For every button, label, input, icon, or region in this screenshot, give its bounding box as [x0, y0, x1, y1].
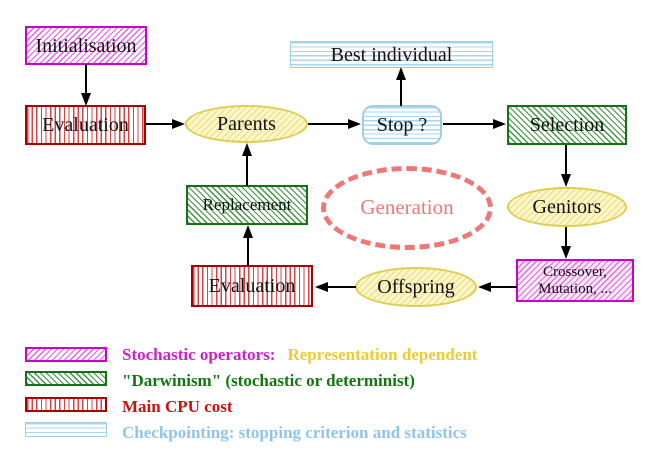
arrow-stop-to-selection-line — [443, 123, 495, 125]
node-offspring-label: Offspring — [377, 276, 455, 298]
arrow-eval-to-replacement-head — [243, 225, 253, 238]
arrow-stop-to-best-line — [400, 78, 402, 106]
node-genitors: Genitors — [507, 187, 627, 227]
arrow-crossover-to-offspring-line — [489, 286, 517, 288]
node-selection-label: Selection — [529, 114, 605, 136]
node-best-individual-label: Best individual — [330, 43, 453, 66]
node-crossover-line1: Crossover, — [543, 264, 607, 280]
legend-label-darwinism: "Darwinism" (stochastic or determinist) — [122, 371, 415, 390]
node-initialisation: Initialisation — [25, 26, 147, 65]
legend-label-checkpointing: Checkpointing: stopping criterion and st… — [122, 423, 467, 442]
arrow-stop-to-selection-head — [493, 119, 506, 129]
legend-label-main-cpu-cost: Main CPU cost — [122, 397, 233, 416]
arrow-parents-to-stop-head — [348, 119, 361, 129]
node-replacement-label: Replacement — [202, 194, 292, 214]
arrow-genitors-to-crossover-head — [561, 246, 571, 259]
arrow-offspring-to-eval-line — [326, 286, 356, 288]
legend-swatch-main-cpu-cost — [25, 397, 107, 412]
node-stop-label: Stop ? — [376, 114, 428, 136]
node-initialisation-label: Initialisation — [35, 34, 137, 57]
arrow-eval-to-parents-head — [172, 119, 185, 129]
legend-row-stochastic-operators: Stochastic operators: Representation depe… — [122, 345, 477, 365]
node-evaluation-bottom: Evaluation — [191, 265, 313, 307]
arrow-offspring-to-eval-head — [315, 282, 328, 292]
node-evaluation-top-label: Evaluation — [42, 114, 129, 136]
arrow-crossover-to-offspring-head — [478, 282, 491, 292]
node-offspring: Offspring — [355, 267, 477, 307]
legend-swatch-checkpointing — [25, 422, 107, 437]
arrow-replacement-to-parents-head — [242, 143, 252, 156]
arrow-eval-to-parents-line — [146, 123, 174, 125]
node-crossover-line2: Mutation, ... — [538, 280, 612, 297]
node-parents: Parents — [185, 105, 308, 143]
node-generation: Generation — [321, 166, 493, 250]
node-best-individual: Best individual — [290, 41, 493, 68]
arrow-init-to-eval-head — [81, 93, 91, 106]
legend-label-representation-dependent: Representation dependent — [287, 345, 478, 364]
node-replacement: Replacement — [186, 185, 308, 225]
legend-swatch-stochastic-operators — [25, 347, 107, 362]
node-stop: Stop ? — [362, 105, 442, 145]
arrow-eval-to-replacement-line — [247, 236, 249, 266]
arrow-genitors-to-crossover-line — [565, 227, 567, 248]
arrow-parents-to-stop-line — [308, 123, 350, 125]
node-genitors-label: Genitors — [532, 196, 602, 218]
legend-swatch-darwinism — [25, 371, 107, 386]
node-selection: Selection — [507, 105, 627, 145]
arrow-stop-to-best-head — [396, 67, 406, 80]
arrow-selection-to-genitors-head — [561, 174, 571, 187]
arrow-init-to-eval-line — [85, 64, 87, 95]
legend-label-stochastic-operators: Stochastic operators: — [122, 345, 276, 364]
node-crossover-mutation: Crossover, Mutation, ... — [516, 259, 634, 302]
node-evaluation-top: Evaluation — [25, 105, 146, 145]
node-parents-label: Parents — [217, 113, 276, 135]
node-evaluation-bottom-label: Evaluation — [208, 275, 296, 297]
arrow-selection-to-genitors-line — [565, 145, 567, 176]
node-generation-label: Generation — [360, 195, 454, 220]
arrow-replacement-to-parents-line — [246, 154, 248, 186]
